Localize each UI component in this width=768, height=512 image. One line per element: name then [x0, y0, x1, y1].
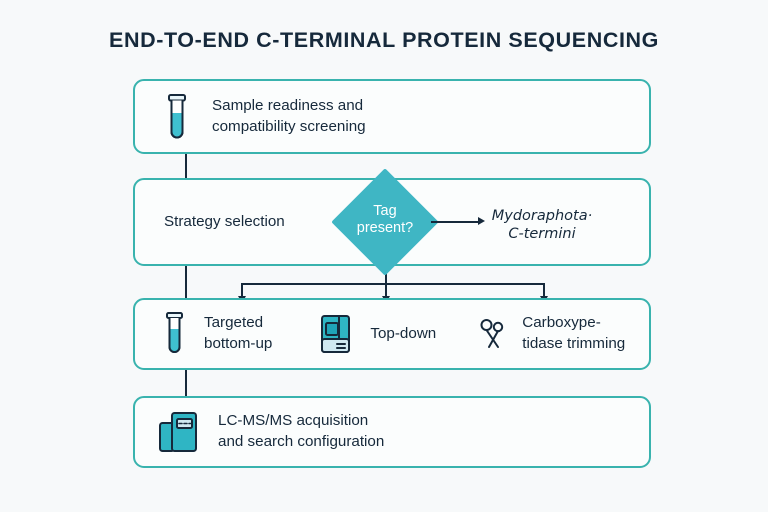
scissors-icon: [478, 315, 508, 353]
decision-note: Mydoraphota· C-termini: [491, 208, 593, 242]
branch-stem: [385, 266, 387, 284]
step-method-options[interactable]: Targeted bottom-up Top-down: [133, 298, 651, 370]
branch-drop-carboxypeptidase: [543, 283, 545, 298]
step-lcms-acquisition-label: LC-MS/MS acquisition and search configur…: [218, 412, 385, 450]
step-sample-readiness-label: Sample readiness and compatibility scree…: [212, 96, 366, 135]
step-strategy-selection-label: Strategy selection: [164, 212, 285, 230]
method-option-carboxypeptidase[interactable]: Carboxype- tidase trimming: [478, 313, 625, 354]
branch-bus: [241, 283, 545, 285]
decision-tag-present-label: Tag present?: [356, 203, 414, 237]
step-lcms-acquisition[interactable]: LC-MS/MS acquisition and search configur…: [133, 396, 651, 468]
note-arrowhead-icon: [478, 217, 485, 225]
instrument-icon: [318, 313, 354, 355]
test-tube-icon: [162, 92, 192, 142]
page-title: END-TO-END C-TERMINAL PROTEIN SEQUENCING: [109, 28, 659, 52]
branch-drop-targeted: [241, 283, 243, 298]
method-option-targeted-bottom-up-label: Targeted bottom-up: [204, 314, 273, 352]
method-option-carboxypeptidase-label: Carboxype- tidase trimming: [522, 314, 626, 352]
connector-sample-to-strategy: [185, 154, 187, 178]
step-sample-readiness[interactable]: Sample readiness and compatibility scree…: [133, 79, 651, 154]
method-option-top-down[interactable]: Top-down: [318, 313, 436, 355]
method-option-targeted-bottom-up[interactable]: Targeted bottom-up: [162, 311, 272, 357]
test-tube-icon: [162, 311, 188, 357]
method-option-top-down-label: Top-down: [370, 324, 437, 342]
note-connector: [431, 221, 479, 223]
connector-methods-to-lcms: [185, 370, 187, 396]
mass-spectrometer-icon: [157, 409, 201, 455]
connector-strategy-to-methods: [185, 266, 187, 298]
branch-drop-topdown: [385, 283, 387, 298]
